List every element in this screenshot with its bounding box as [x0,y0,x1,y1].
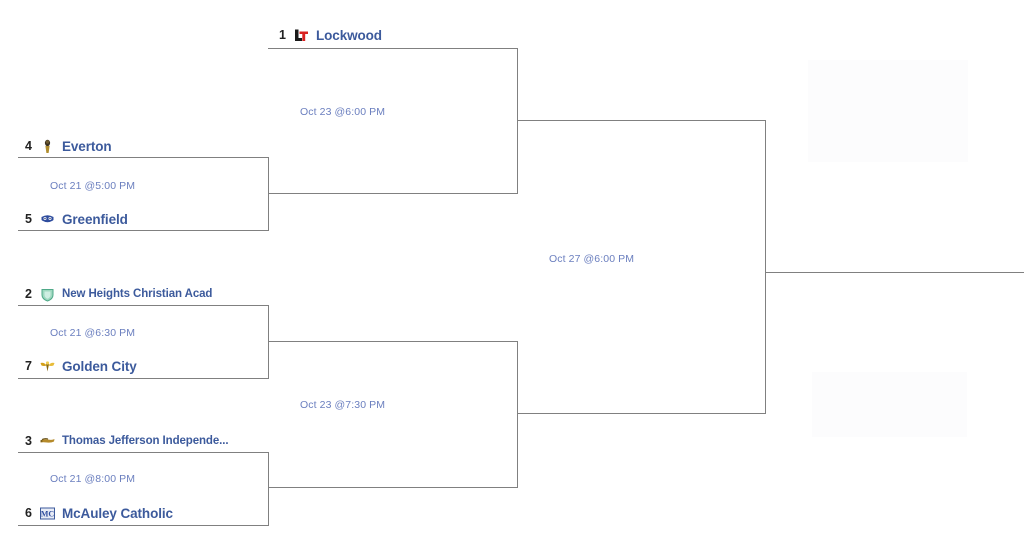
greenfield-logo [39,211,56,228]
bracket-line [268,452,269,526]
bracket-line [268,341,518,342]
game-time: Oct 27 @6:00 PM [549,253,635,265]
game-time: Oct 23 @6:00 PM [300,106,386,118]
game-time: Oct 21 @5:00 PM [50,180,136,192]
team-row[interactable]: 1 Lockwood [272,25,382,45]
team-name: Lockwood [316,27,382,43]
team-row[interactable]: 3 Thomas Jefferson Independe... [18,431,229,451]
bracket-line [18,157,268,158]
seed-number: 6 [25,506,32,520]
bracket-line [18,525,268,526]
team-row[interactable]: 5 Greenfield [18,209,128,229]
bracket-line [18,305,268,306]
bracket-line-champion [765,272,1024,273]
bracket-line [517,48,518,194]
svg-text:MC: MC [41,509,55,518]
team-row[interactable]: 4 Everton [18,136,112,156]
bracket-line [517,413,766,414]
seed-number: 5 [25,212,32,226]
team-row[interactable]: 7 Golden City [18,356,137,376]
team-row[interactable]: 6 MC McAuley Catholic [18,503,173,523]
new-heights-logo [39,286,56,303]
game-time: Oct 21 @6:30 PM [50,327,136,339]
seed-number: 4 [25,139,32,153]
everton-logo [39,138,56,155]
team-name: McAuley Catholic [62,505,173,521]
seed-number: 1 [279,28,286,42]
game-time: Oct 23 @7:30 PM [300,399,386,411]
bracket-line [268,193,518,194]
seed-number: 3 [25,434,32,448]
lockwood-logo [293,27,310,44]
team-name: Thomas Jefferson Independe... [62,435,229,447]
ghost-panel-top [808,60,968,162]
ghost-panel-bottom [812,372,967,437]
bracket-line [268,305,269,379]
bracket-line [18,378,268,379]
bracket-line [517,341,518,488]
seed-number: 2 [25,287,32,301]
thomas-jefferson-logo [39,433,56,450]
team-row[interactable]: 2 New Heights Christian Acad [18,284,212,304]
game-time: Oct 21 @8:00 PM [50,473,136,485]
mcauley-catholic-logo: MC [39,505,56,522]
bracket-line [268,157,269,231]
bracket-line [765,120,766,414]
team-name: Greenfield [62,211,128,227]
team-name: Everton [62,138,112,154]
bracket-line [268,48,518,49]
team-name: Golden City [62,358,137,374]
bracket-line [18,230,268,231]
golden-city-logo [39,358,56,375]
bracket-line [517,120,766,121]
bracket-line [18,452,268,453]
seed-number: 7 [25,359,32,373]
team-name: New Heights Christian Acad [62,288,213,300]
bracket-line [268,487,518,488]
